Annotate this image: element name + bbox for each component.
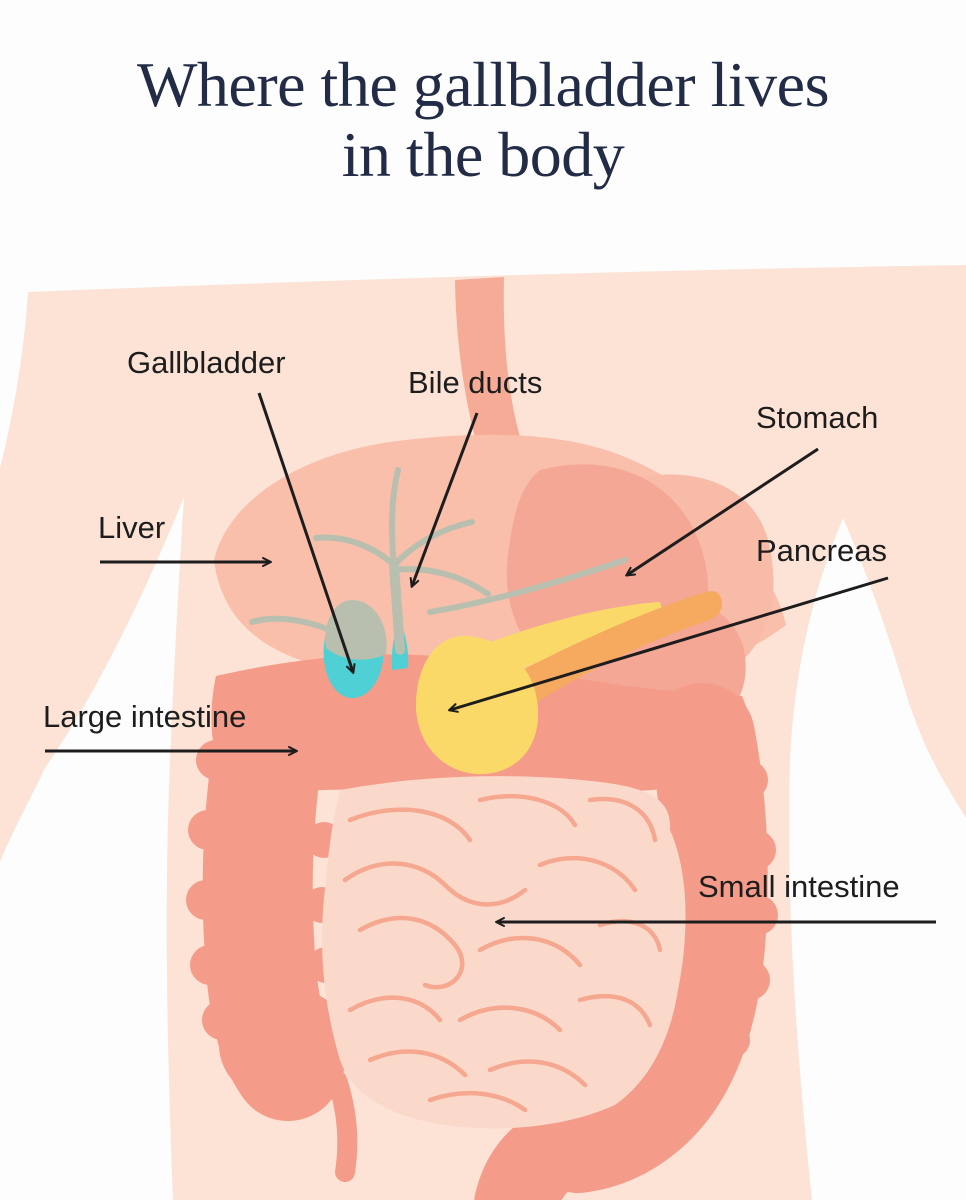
esophagus-shape [455,277,574,568]
small-intestine-label: Small intestine [698,869,900,904]
bile-ducts-leader-line [409,412,479,588]
small-intestine-shape [322,776,686,1129]
pancreas-leader-line [448,576,889,713]
stomach-label: Stomach [756,400,879,435]
liver-label: Liver [98,510,166,545]
small-intestine-squiggles [342,793,663,1113]
large-intestine-shape [186,654,778,1200]
appendix-shape [327,1070,358,1182]
large-intestine-label: Large intestine [43,699,247,734]
page-title: Where the gallbladder lives in the body [0,50,966,190]
gallbladder-label: Gallbladder [127,345,286,380]
page-title-line1: Where the gallbladder lives [137,49,829,120]
pancreas-label: Pancreas [756,533,887,568]
left-armpit-gap [0,497,184,1200]
leader-lines [45,392,936,927]
gallbladder-neck-shape [325,600,387,660]
stomach-leader-line [625,447,819,577]
right-armpit-gap [788,518,966,1200]
pancreas-head-shape [415,635,539,775]
bile-ducts-label: Bile ducts [408,365,543,400]
gallbladder-leader-line [257,392,356,674]
page-title-line2: in the body [341,119,625,190]
